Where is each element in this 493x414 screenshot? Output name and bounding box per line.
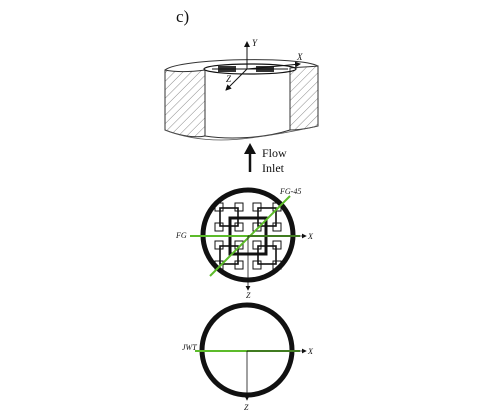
flow-label: Flow <box>262 146 287 160</box>
nozzle-bottom-edge <box>164 125 319 141</box>
fg-45-label: FG-45 <box>279 187 301 196</box>
fractal-square-medium-tl <box>219 207 239 227</box>
jwt-label: JWT <box>182 343 197 352</box>
fractal-square-small <box>214 202 224 212</box>
fractal-square-small <box>252 240 262 250</box>
fractal-square-small <box>272 222 282 232</box>
fractal-square-medium-br <box>257 245 277 265</box>
fractal-square-small <box>252 222 262 232</box>
fractal-square-small <box>214 222 224 232</box>
grid-z-axis-label: Z <box>246 291 251 300</box>
fractal-square-small <box>214 260 224 270</box>
jet-cross-section-view: JWT X Z <box>182 302 314 412</box>
panel-label: c) <box>176 7 189 26</box>
fg-label: FG <box>175 231 187 240</box>
z-axis-label: Z <box>226 74 232 84</box>
fractal-square-small <box>272 240 282 250</box>
nozzle-left-wall <box>164 69 206 138</box>
fractal-grid-view: FG-45 FG X Z <box>175 187 314 300</box>
fractal-square-small <box>234 222 244 232</box>
flow-arrow: Flow Inlet <box>244 143 287 175</box>
nozzle-right-wall <box>289 65 319 131</box>
fractal-square-small <box>214 240 224 250</box>
nozzle-section-drawing: Y X Z <box>164 38 319 141</box>
y-axis-label: Y <box>252 38 258 48</box>
fractal-square-small <box>252 260 262 270</box>
jet-z-axis-label: Z <box>244 403 249 412</box>
grid-side-ellipse <box>203 63 297 75</box>
inlet-label: Inlet <box>262 161 285 175</box>
grid-x-axis-label: X <box>307 232 314 241</box>
fractal-square-small <box>234 240 244 250</box>
fractal-square-small <box>272 260 282 270</box>
fractal-square-medium-bl <box>219 245 239 265</box>
nozzle-inner-channel <box>204 68 291 139</box>
fractal-square-small <box>234 202 244 212</box>
fractal-pattern <box>214 202 282 270</box>
fractal-square-medium-tr <box>257 207 277 227</box>
fractal-square-small <box>234 260 244 270</box>
z-axis-line <box>225 68 248 91</box>
x-axis-label: X <box>296 52 303 62</box>
x-axis-line <box>246 61 301 70</box>
fractal-square-small <box>272 202 282 212</box>
jet-x-axis-label: X <box>307 347 314 356</box>
nozzle-top-rim <box>164 59 319 71</box>
flow-arrow-head <box>244 143 256 154</box>
fractal-square-small <box>252 202 262 212</box>
